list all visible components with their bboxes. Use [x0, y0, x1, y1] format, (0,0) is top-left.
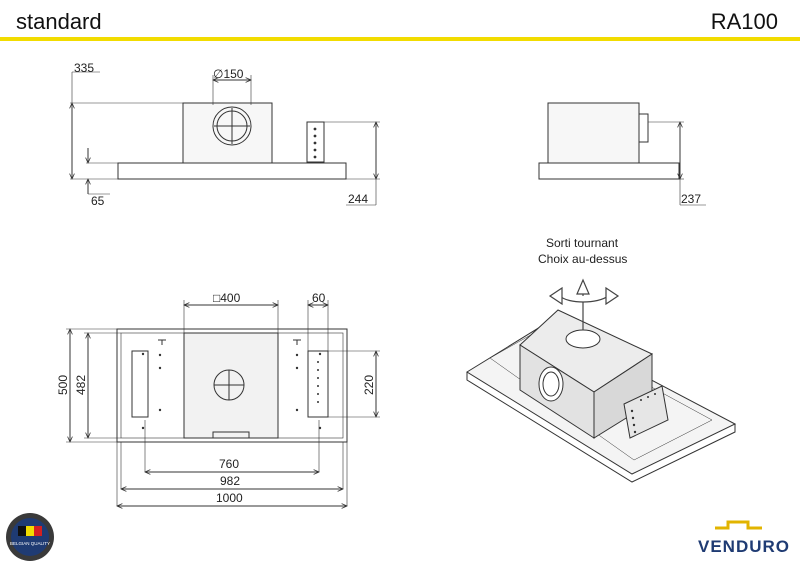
dim-220: 220: [362, 375, 376, 395]
page-title: standard: [16, 9, 102, 34]
brand-name: VENDURO: [698, 537, 790, 556]
top-filter-tab: [212, 431, 250, 439]
dim-335: 335: [74, 61, 94, 75]
top-outer-frame: [116, 328, 348, 443]
dim-760: 760: [219, 457, 239, 471]
iso-note-line1: Sorti tournant: [546, 236, 619, 250]
side-view: [538, 102, 706, 206]
dim-482: 482: [74, 375, 88, 395]
front-control-bar: [306, 121, 325, 163]
front-motor-box: [182, 102, 273, 164]
top-left-slot: [131, 350, 149, 418]
brand-logo-icon: [715, 520, 762, 530]
dim-500: 500: [56, 375, 70, 395]
badge-text: BELGIAN QUALITY: [10, 541, 50, 546]
iso-top-outlet: [565, 329, 601, 349]
dim-237: 237: [681, 192, 701, 206]
duct-outlet-icon: [212, 106, 252, 146]
side-hood-panel: [538, 162, 680, 180]
iso-note-line2: Choix au-dessus: [538, 252, 627, 266]
side-duct-stub: [638, 113, 649, 143]
iso-view: [466, 278, 737, 483]
header-rule: [0, 37, 800, 41]
model-number: RA100: [710, 9, 778, 34]
header-bar: standard RA100: [0, 0, 800, 42]
brand-logo: VENDURO: [698, 520, 790, 556]
top-view: [66, 300, 380, 506]
dim-60: 60: [312, 291, 326, 305]
dim-244: 244: [348, 192, 368, 206]
dim-1000: 1000: [216, 491, 243, 505]
top-duct-icon: [213, 369, 245, 401]
dim-150: ∅150: [213, 67, 244, 81]
front-view: [70, 71, 380, 206]
top-screws-icon: [141, 352, 322, 430]
iso-panel-edge: [466, 372, 736, 483]
top-control-panel: [307, 350, 329, 418]
top-hook-icons: [158, 339, 301, 345]
control-buttons-icon: [313, 127, 317, 159]
quality-badge: BELGIAN QUALITY: [6, 513, 54, 561]
dim-65: 65: [91, 194, 105, 208]
front-hood-panel: [117, 162, 347, 180]
dim-400: □400: [213, 291, 241, 305]
rotate-arrow-icon: [548, 278, 620, 330]
side-motor-box: [547, 102, 640, 164]
dim-982: 982: [220, 474, 240, 488]
